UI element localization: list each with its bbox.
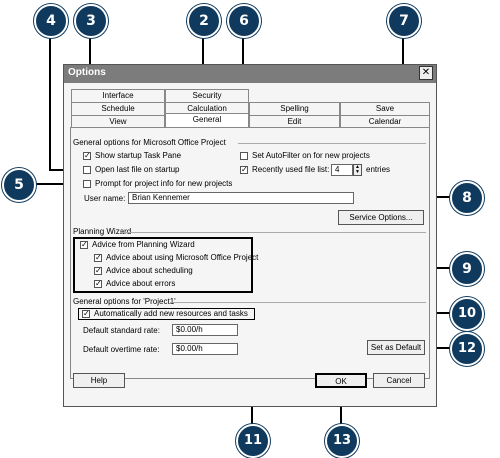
std-rate-label: Default standard rate: <box>83 326 160 335</box>
open-last-file-label: Open last file on startup <box>95 165 180 174</box>
user-name-label: User name: <box>84 194 126 203</box>
tab-interface[interactable]: Interface <box>71 89 165 102</box>
cancel-button[interactable]: Cancel <box>373 373 425 388</box>
tab-calculation[interactable]: Calculation <box>165 102 249 115</box>
service-options-button[interactable]: Service Options... <box>338 210 424 225</box>
advice-from-wizard-checkbox[interactable]: ✓ <box>80 240 88 249</box>
tab-save[interactable]: Save <box>340 102 430 115</box>
auto-add-callout-frame <box>78 308 255 320</box>
std-rate-input[interactable]: $0.00/h <box>172 324 238 336</box>
tab-calendar[interactable]: Calendar <box>340 115 430 128</box>
set-as-default-button[interactable]: Set as Default <box>367 340 425 355</box>
tab-spelling[interactable]: Spelling <box>249 102 340 115</box>
set-autofilter-label: Set AutoFilter on for new projects <box>252 151 370 160</box>
advice-scheduling-label: Advice about scheduling <box>106 266 193 275</box>
callout-13: 13 <box>325 424 359 458</box>
ok-button[interactable]: OK <box>315 373 367 388</box>
set-autofilter-checkbox[interactable] <box>240 152 248 160</box>
window-title: Options <box>68 67 106 78</box>
advice-errors-label: Advice about errors <box>106 279 176 288</box>
tab-schedule[interactable]: Schedule <box>71 102 165 115</box>
tab-edit[interactable]: Edit <box>249 115 340 128</box>
ot-rate-label: Default overtime rate: <box>83 345 160 354</box>
auto-add-label: Automatically add new resources and task… <box>94 309 248 318</box>
recent-count-spinner[interactable]: ▲▼ <box>353 164 362 176</box>
wizard-section-title: Planning Wizard <box>73 227 132 236</box>
show-startup-task-pane-label: Show startup Task Pane <box>95 151 182 160</box>
project-section-rule <box>170 302 426 303</box>
advice-using-label: Advice about using Microsoft Office Proj… <box>106 253 259 262</box>
recent-count-input[interactable]: 4 <box>331 164 353 176</box>
general-section-title: General options for Microsoft Office Pro… <box>73 138 226 147</box>
callout-12: 12 <box>450 332 484 366</box>
callout-2: 2 <box>187 4 221 38</box>
tab-view[interactable]: View <box>71 115 165 128</box>
tab-general[interactable]: General <box>165 113 249 128</box>
prompt-project-info-checkbox[interactable] <box>83 180 91 188</box>
recently-used-label: Recently used file list: <box>252 165 330 174</box>
callout-6: 6 <box>227 4 261 38</box>
callout-3: 3 <box>74 4 108 38</box>
ot-rate-input[interactable]: $0.00/h <box>172 343 238 355</box>
prompt-project-info-label: Prompt for project info for new projects <box>95 179 233 188</box>
open-last-file-checkbox[interactable] <box>83 166 91 174</box>
general-panel <box>70 127 430 379</box>
advice-from-wizard-label: Advice from Planning Wizard <box>92 240 195 249</box>
callout-4: 4 <box>34 4 68 38</box>
project-section-title: General options for 'Project1' <box>73 297 176 306</box>
general-section-rule <box>238 143 426 144</box>
advice-using-checkbox[interactable]: ✓ <box>94 253 102 262</box>
callout-8: 8 <box>450 181 484 215</box>
recently-used-checkbox[interactable]: ✓ <box>240 165 248 174</box>
tab-security[interactable]: Security <box>165 89 249 102</box>
user-name-input[interactable]: Brian Kennemer <box>128 192 354 204</box>
close-icon[interactable]: ✕ <box>419 66 433 80</box>
callout-7: 7 <box>387 4 421 38</box>
help-button[interactable]: Help <box>73 373 125 388</box>
wizard-section-rule <box>120 232 426 233</box>
callout-9: 9 <box>450 252 484 286</box>
advice-scheduling-checkbox[interactable]: ✓ <box>94 266 102 275</box>
auto-add-checkbox[interactable]: ✓ <box>82 309 90 318</box>
show-startup-task-pane-checkbox[interactable]: ✓ <box>83 151 91 160</box>
entries-label: entries <box>366 165 391 174</box>
callout-11: 11 <box>236 424 270 458</box>
title-bar: Options ✕ <box>64 65 436 83</box>
callout-10: 10 <box>450 297 484 331</box>
wizard-callout-frame <box>73 237 253 293</box>
callout-5: 5 <box>2 168 36 202</box>
advice-errors-checkbox[interactable]: ✓ <box>94 279 102 288</box>
